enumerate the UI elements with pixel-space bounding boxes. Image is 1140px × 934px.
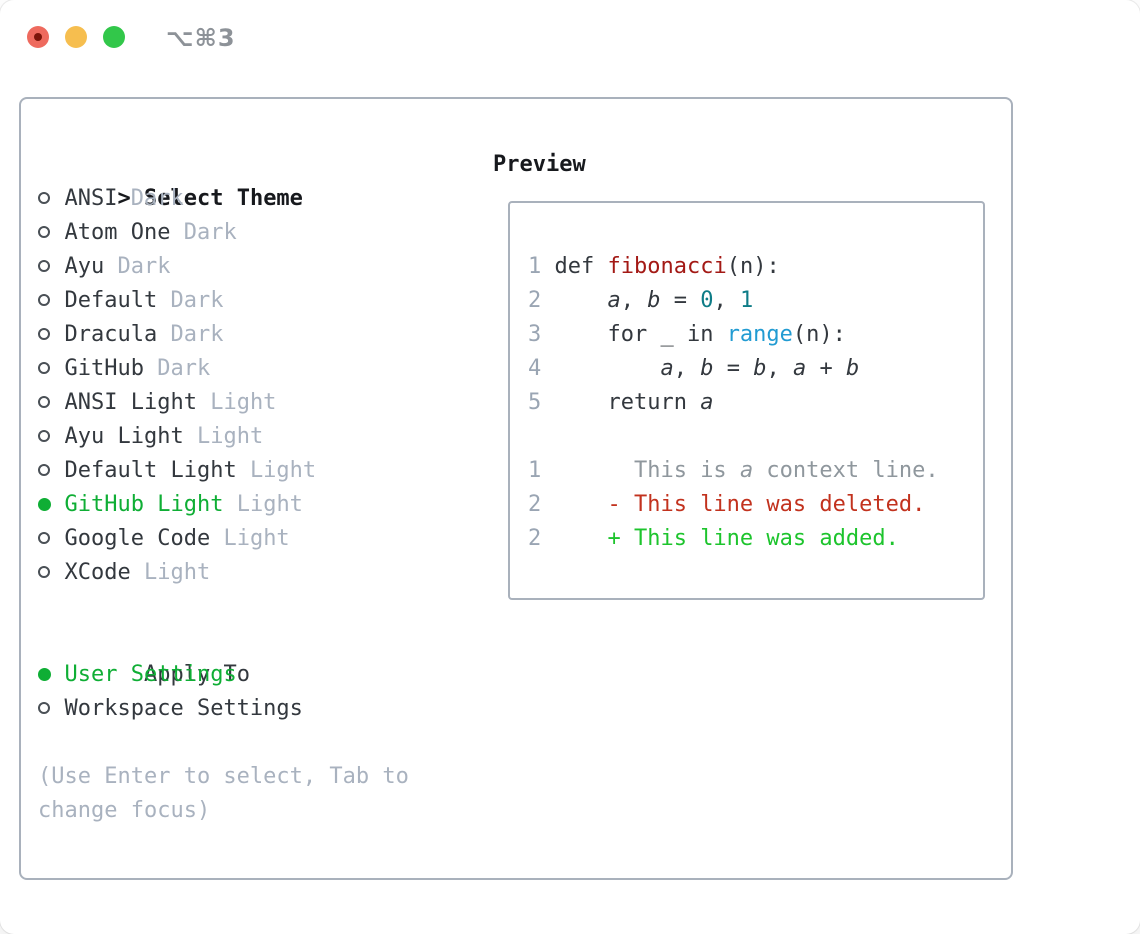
theme-option-label: ANSI Light bbox=[64, 390, 197, 415]
code-line: 3 for _ in range(n): bbox=[528, 322, 846, 347]
radio-icon bbox=[38, 250, 65, 284]
theme-option-label: GitHub bbox=[64, 356, 144, 381]
preview-code: 1 def fibonacci(n): 2 a, b = 0, 1 3 for _ … bbox=[528, 250, 939, 556]
spacer bbox=[38, 726, 409, 760]
theme-option-label: Default bbox=[64, 288, 158, 313]
theme-option[interactable]: Google Code Light bbox=[38, 522, 409, 556]
line-number: 2 bbox=[528, 288, 542, 313]
radio-icon bbox=[38, 454, 65, 488]
theme-option[interactable]: ANSI Light Light bbox=[38, 386, 409, 420]
theme-option[interactable]: Ayu Light Light bbox=[38, 420, 409, 454]
line-number: 4 bbox=[528, 356, 542, 381]
theme-option[interactable]: GitHub Dark bbox=[38, 352, 409, 386]
spacer bbox=[38, 590, 409, 624]
code-line: 5 return a bbox=[528, 390, 714, 415]
apply-option-label: User Settings bbox=[64, 662, 237, 687]
radio-icon bbox=[38, 556, 65, 590]
radio-icon bbox=[38, 692, 65, 726]
traffic-lights bbox=[27, 26, 125, 48]
line-number: 1 bbox=[528, 458, 542, 483]
theme-select-header: > Select Theme bbox=[38, 148, 409, 211]
code-line: 1 def fibonacci(n): bbox=[528, 254, 780, 279]
theme-option[interactable]: GitHub Light Light bbox=[38, 488, 409, 522]
radio-icon bbox=[38, 352, 65, 386]
theme-variant-tag: Dark bbox=[183, 220, 237, 245]
theme-option-label: Dracula bbox=[64, 322, 158, 347]
code-line: 2 + This line was added. bbox=[528, 526, 899, 551]
theme-variant-tag: Light bbox=[210, 390, 277, 415]
cursor-chevron-icon: > bbox=[117, 186, 131, 211]
line-number: 2 bbox=[528, 492, 542, 517]
line-number: 1 bbox=[528, 254, 542, 279]
radio-icon bbox=[38, 386, 65, 420]
hint-text-line1: (Use Enter to select, Tab to bbox=[38, 764, 409, 789]
theme-option[interactable]: ANSI Dark bbox=[38, 182, 409, 216]
theme-option-label: Atom One bbox=[64, 220, 171, 245]
apply-to-title: Apply To bbox=[143, 662, 250, 687]
radio-icon bbox=[38, 284, 65, 318]
theme-option[interactable]: Ayu Dark bbox=[38, 250, 409, 284]
line-number: 5 bbox=[528, 390, 542, 415]
radio-icon bbox=[38, 216, 65, 250]
theme-option-label: Default Light bbox=[64, 458, 237, 483]
radio-icon bbox=[38, 522, 65, 556]
theme-variant-tag: Light bbox=[249, 458, 317, 483]
theme-option-label: Ayu bbox=[64, 254, 105, 279]
radio-icon bbox=[38, 318, 65, 352]
code-line: 1 This is a context line. bbox=[528, 458, 939, 483]
zoom-button[interactable] bbox=[103, 26, 125, 48]
theme-option[interactable]: Default Dark bbox=[38, 284, 409, 318]
code-line: 2 - This line was deleted. bbox=[528, 492, 926, 517]
hint-text-line2: change focus) bbox=[38, 798, 211, 823]
theme-option-label: Ayu Light bbox=[64, 424, 184, 449]
apply-option[interactable]: Workspace Settings bbox=[38, 692, 409, 726]
close-button[interactable] bbox=[27, 26, 49, 48]
theme-variant-tag: Dark bbox=[170, 322, 224, 347]
theme-option[interactable]: XCode Light bbox=[38, 556, 409, 590]
theme-variant-tag: Dark bbox=[170, 288, 224, 313]
theme-option[interactable]: Atom One Dark bbox=[38, 216, 409, 250]
apply-to-header: Apply To bbox=[38, 624, 409, 687]
theme-option-label: ANSI bbox=[64, 186, 118, 211]
theme-option[interactable]: Dracula Dark bbox=[38, 318, 409, 352]
theme-option-label: XCode bbox=[64, 560, 131, 585]
close-dot-icon bbox=[34, 33, 42, 41]
theme-variant-tag: Light bbox=[196, 424, 264, 449]
theme-variant-tag: Light bbox=[143, 560, 211, 585]
radio-icon bbox=[38, 420, 65, 454]
theme-variant-tag: Dark bbox=[157, 356, 211, 381]
apply-option[interactable]: User Settings bbox=[38, 658, 409, 692]
apply-option-label: Workspace Settings bbox=[64, 696, 303, 721]
radio-icon bbox=[38, 182, 65, 216]
preview-title: Preview bbox=[493, 152, 586, 177]
theme-variant-tag: Dark bbox=[130, 186, 184, 211]
preview-box: 1 def fibonacci(n): 2 a, b = 0, 1 3 for _ … bbox=[508, 201, 985, 600]
code-line: 4 a, b = b, a + b bbox=[528, 356, 860, 381]
window-title: ⌥⌘3 bbox=[166, 24, 236, 52]
theme-variant-tag: Light bbox=[236, 492, 303, 517]
theme-variant-tag: Dark bbox=[117, 254, 171, 279]
theme-select-title: Select Theme bbox=[143, 186, 303, 211]
code-line: 2 a, b = 0, 1 bbox=[528, 288, 754, 313]
theme-option[interactable]: Default Light Light bbox=[38, 454, 409, 488]
code-line bbox=[528, 420, 939, 454]
theme-option-label: Google Code bbox=[64, 526, 211, 551]
theme-variant-tag: Light bbox=[223, 526, 290, 551]
line-number: 2 bbox=[528, 526, 542, 551]
line-number: 3 bbox=[528, 322, 542, 347]
theme-option-label: GitHub Light bbox=[64, 492, 224, 517]
radio-selected-icon bbox=[38, 658, 65, 692]
minimize-button[interactable] bbox=[65, 26, 87, 48]
radio-selected-icon bbox=[38, 488, 65, 522]
